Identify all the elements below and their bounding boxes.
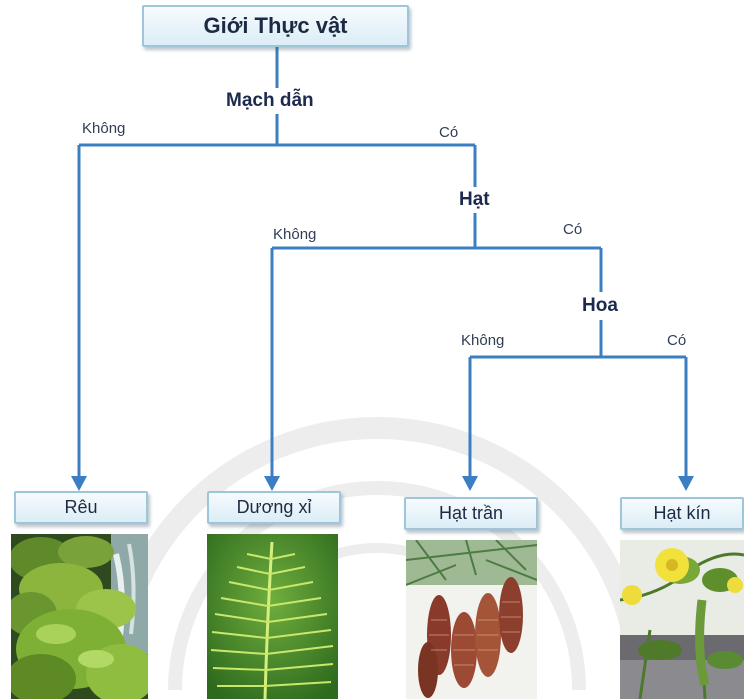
arrow-duong-xi — [264, 476, 280, 491]
branch-seed-yes: Có — [563, 221, 583, 238]
leaf-label-hat-tran: Hạt trần — [438, 503, 504, 523]
flowering-plant-photo — [620, 540, 744, 699]
branch-flower-yes: Có — [667, 332, 687, 349]
leaf-box-reu: Rêu — [14, 491, 148, 524]
root-box: Giới Thực vật — [142, 5, 409, 47]
node-flower: Hoa — [582, 295, 618, 316]
leaf-label-hat-kin: Hạt kín — [653, 503, 711, 523]
node-seed: Hạt — [459, 189, 490, 210]
node-vascular: Mạch dẫn — [226, 90, 314, 111]
arrow-hat-tran — [462, 476, 478, 491]
watermark — [104, 417, 650, 691]
fern-photo — [207, 534, 338, 699]
branch-vascular-yes: Có — [439, 124, 459, 141]
leaf-label-reu: Rêu — [64, 497, 98, 517]
leaf-box-hat-tran: Hạt trần — [404, 497, 538, 530]
branch-seed-no: Không — [273, 226, 317, 243]
leaf-box-duong-xi: Dương xỉ — [207, 491, 341, 524]
leaf-box-hat-kin: Hạt kín — [620, 497, 744, 530]
branch-vascular-no: Không — [82, 120, 126, 137]
root-label: Giới Thực vật — [203, 13, 348, 38]
moss-photo — [11, 534, 148, 699]
branch-flower-no: Không — [461, 332, 505, 349]
arrow-hat-kin — [678, 476, 694, 491]
pinecone-photo — [406, 540, 537, 699]
leaf-label-duong-xi: Dương xỉ — [236, 497, 312, 517]
arrow-reu — [71, 476, 87, 491]
